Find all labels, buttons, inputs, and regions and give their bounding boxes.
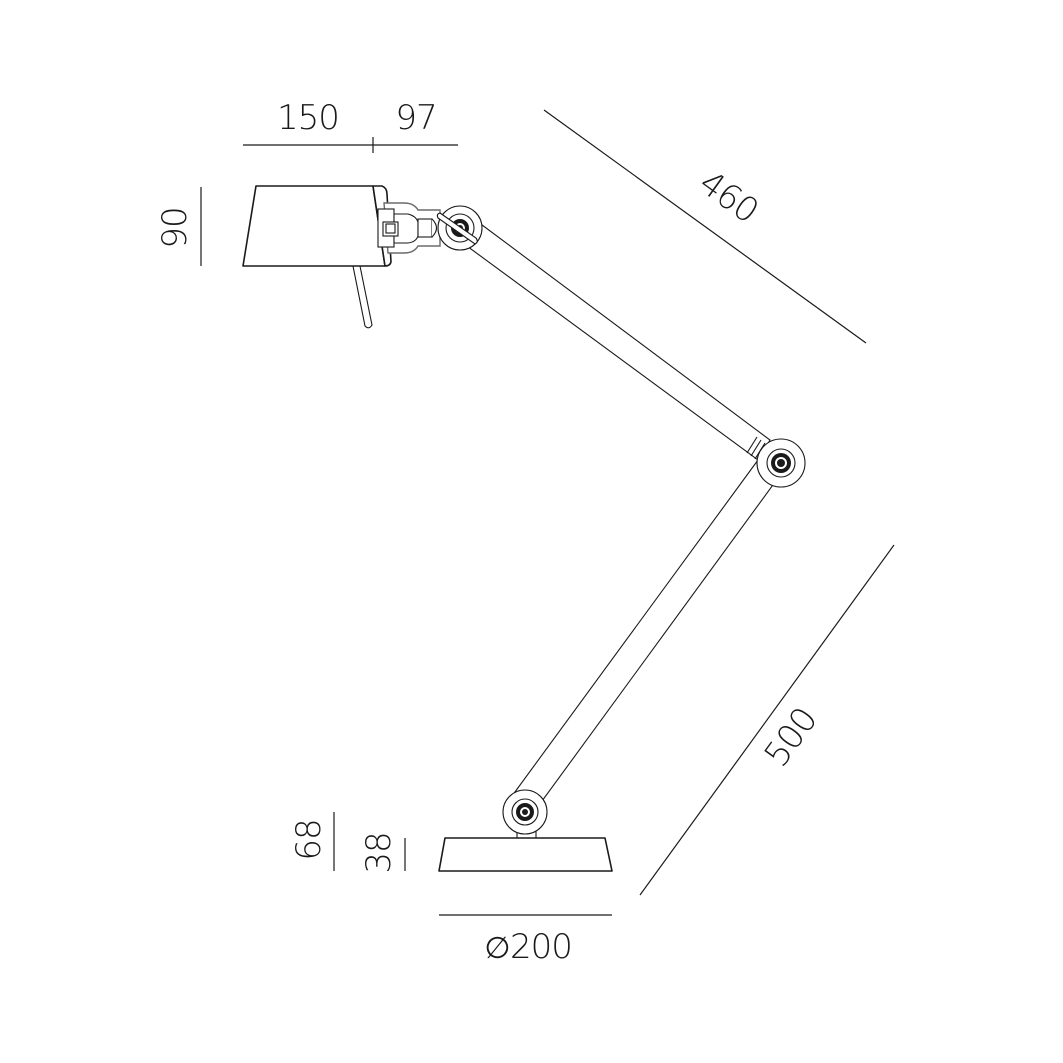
- lower-arm-dimension-line: [639, 544, 895, 896]
- lamp-shade: [242, 185, 392, 267]
- upper-arm: [455, 215, 771, 461]
- base-diameter-dimension: ∅ 200: [439, 914, 612, 967]
- base-diameter-label: 200: [510, 927, 572, 967]
- head-bracket: [377, 202, 441, 254]
- shade-depth-label: 150: [277, 98, 339, 138]
- shade-height-dimension: 90: [155, 187, 202, 266]
- head-offset-label: 97: [395, 98, 436, 138]
- upper-arm-length-label: 460: [692, 163, 766, 232]
- base-joint: [502, 789, 548, 835]
- lower-arm-length-label: 500: [757, 701, 826, 775]
- shade-height-label: 90: [155, 207, 195, 248]
- head-joint: [436, 205, 483, 251]
- lamp-base: [438, 829, 613, 872]
- base-total-height-label: 68: [289, 819, 329, 860]
- diameter-symbol: ∅: [484, 931, 509, 966]
- shade-handle: [352, 265, 373, 329]
- elbow-joint: [756, 438, 806, 488]
- base-height-dimensions: 68 38: [289, 812, 406, 874]
- base-height-label: 38: [359, 832, 399, 873]
- top-width-dimension: 150 97: [243, 98, 458, 153]
- upper-arm-dimension-line: [543, 109, 867, 344]
